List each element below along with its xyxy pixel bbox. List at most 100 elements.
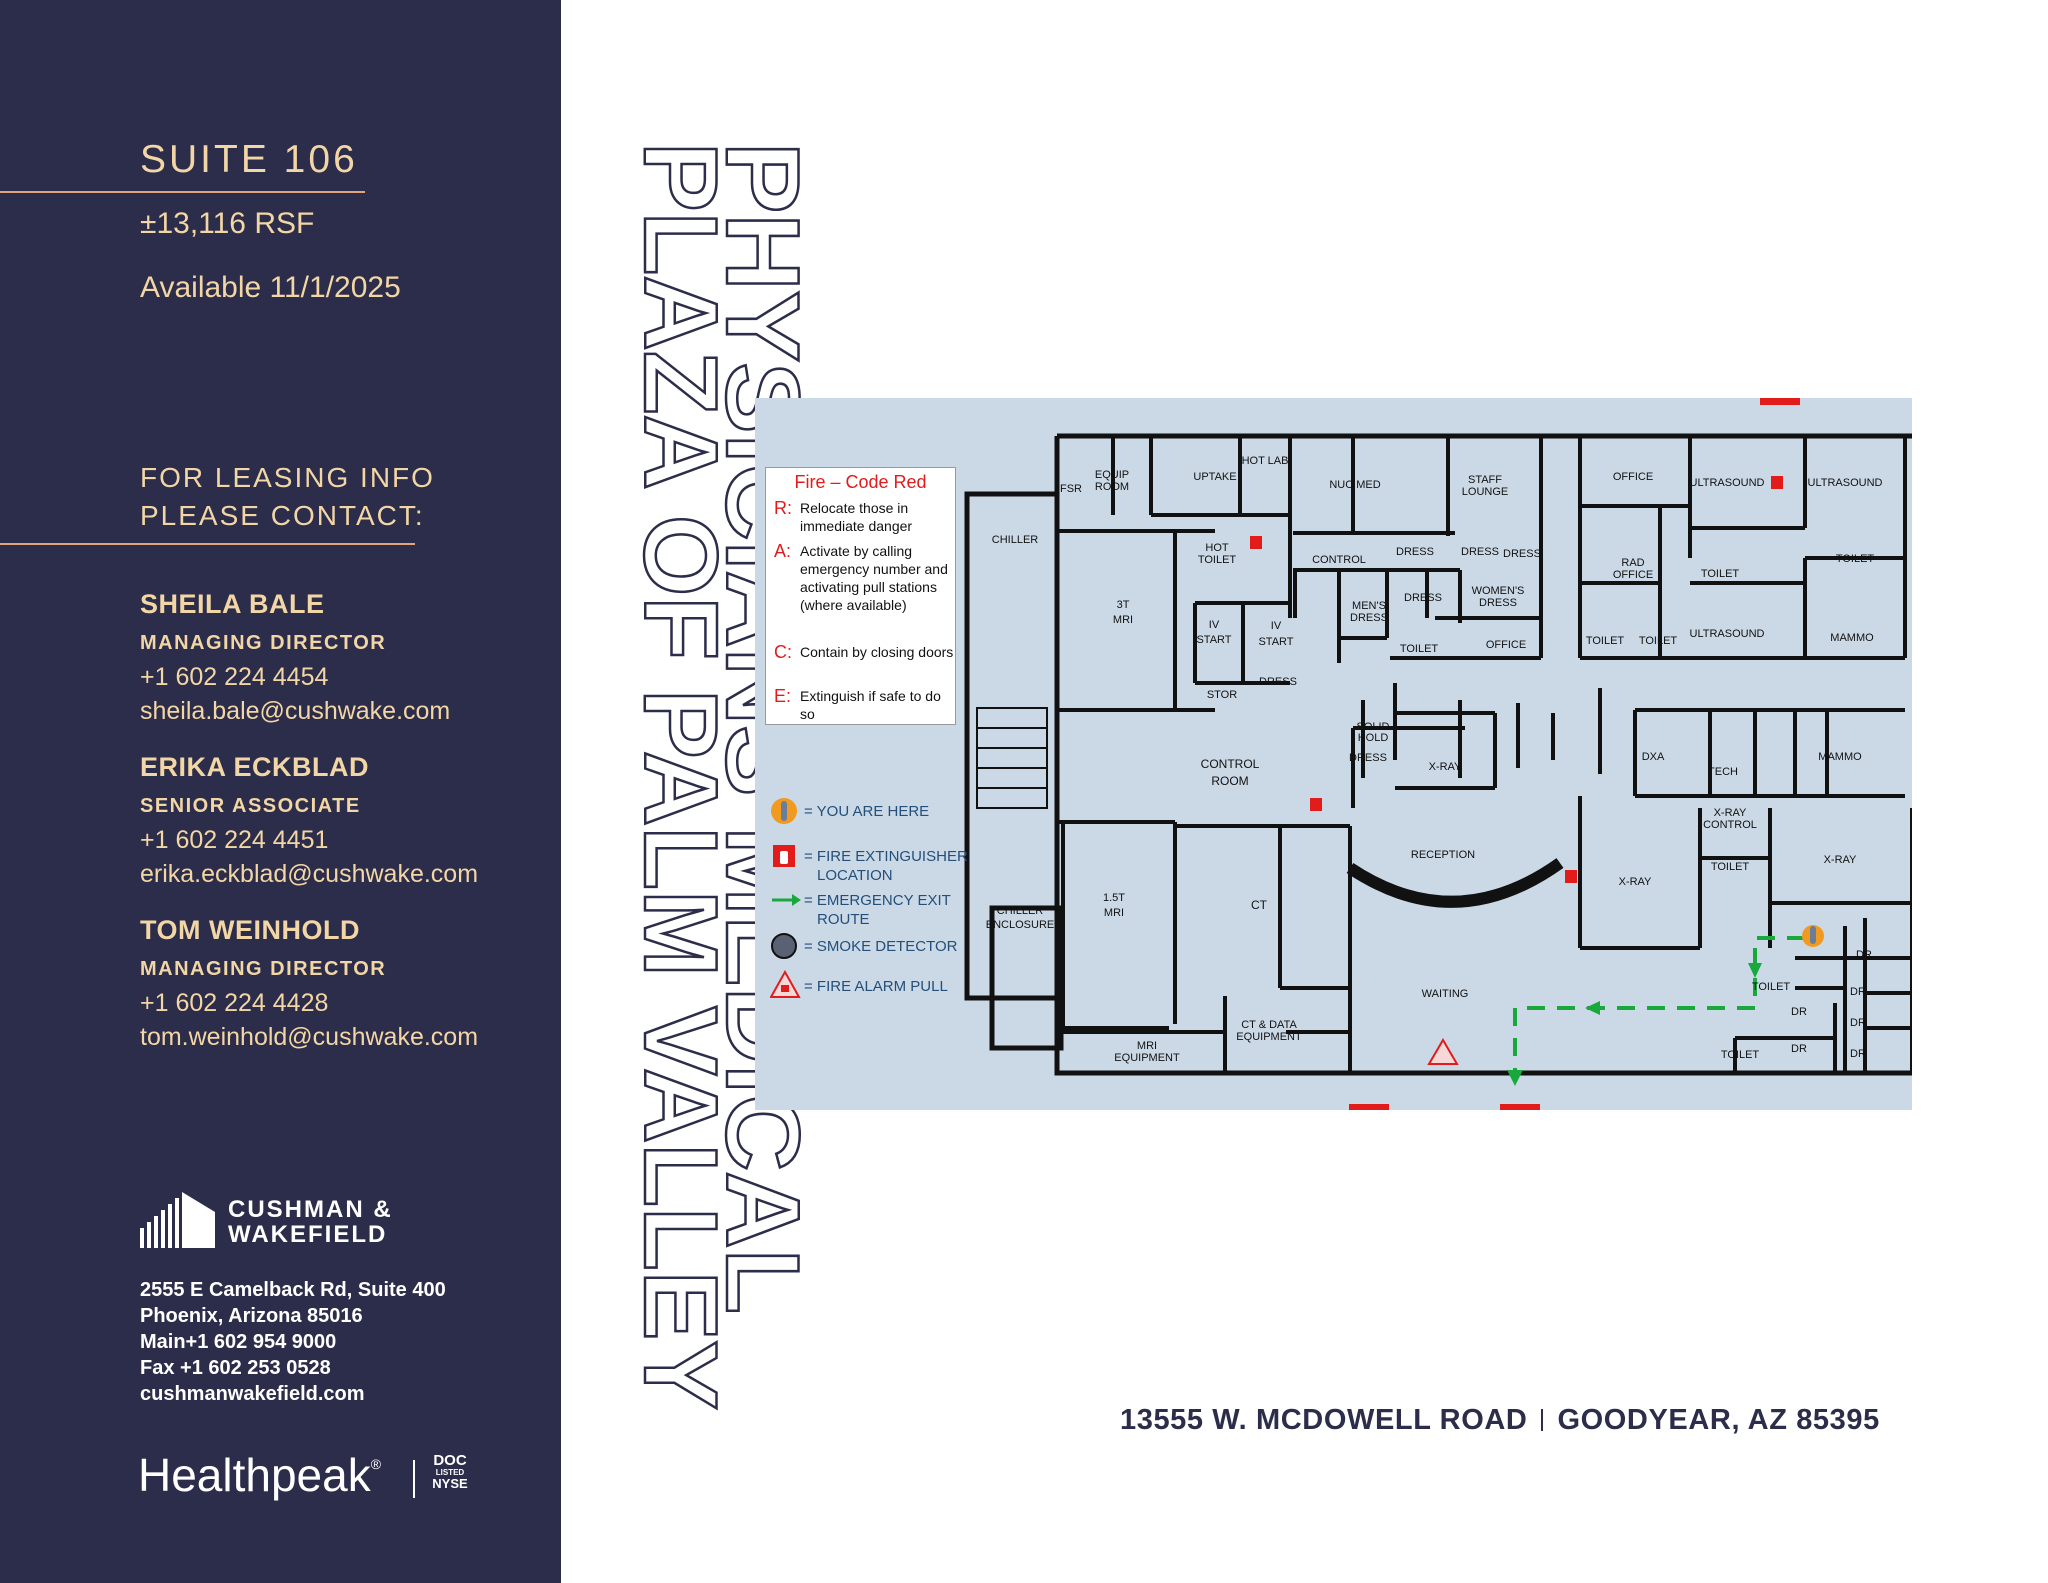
ticker-listed: LISTED: [435, 1468, 465, 1477]
exit-route-arrow-icon: [1507, 1070, 1523, 1086]
outer-walls: [964, 433, 1912, 1076]
room-label: DR: [1850, 986, 1866, 998]
office-address: 2555 E Camelback Rd, Suite 400 Phoenix, …: [140, 1277, 446, 1407]
contact-email[interactable]: erika.eckblad@cushwake.com: [140, 860, 479, 888]
ticker-exchange: NYSE: [432, 1476, 468, 1491]
fire-extinguisher-icon: [1310, 798, 1322, 811]
legend-key: C:: [774, 642, 792, 662]
room-label: MEN'S: [1352, 600, 1386, 612]
reception-desk: [1346, 858, 1564, 908]
contact-phone[interactable]: +1 602 224 4454: [140, 663, 329, 691]
room-label: X-RAY: [1824, 854, 1857, 866]
office-main-phone[interactable]: Main+1 602 954 9000: [140, 1331, 337, 1353]
room-label: DRESS: [1479, 597, 1517, 609]
sidebar-panel: SUITE 106 ±13,116 RSF Available 11/1/202…: [0, 0, 561, 1583]
room-label: TOILET: [1400, 643, 1439, 655]
room-label: OFFICE: [1486, 639, 1526, 651]
legend-item: C: Contain by closing doors: [774, 643, 954, 661]
room-label: MAMMO: [1830, 632, 1874, 644]
contact-name: TOM WEINHOLD: [140, 915, 360, 945]
leasing-heading-line2: PLEASE CONTACT:: [140, 500, 425, 531]
room-label: CONTROL: [1312, 554, 1366, 566]
contact-title: MANAGING DIRECTOR: [140, 958, 387, 980]
fire-extinguisher-icon: [1565, 870, 1577, 883]
room-label: START: [1196, 634, 1231, 646]
room-label: X-RAY: [1429, 761, 1462, 773]
brand-line2: WAKEFIELD: [228, 1221, 388, 1248]
room-label: ULTRASOUND: [1808, 477, 1883, 489]
map-key-label: = FIRE ALARM PULL: [804, 978, 948, 995]
room-label: TOILET: [1639, 635, 1678, 647]
room-label: HOT: [1205, 542, 1229, 554]
exit-sign: [1349, 1104, 1389, 1110]
exit-sign: [1760, 398, 1800, 405]
smoke-detector-icon: [771, 933, 797, 959]
ticker-symbol: DOC: [433, 1452, 467, 1469]
legend-key: R:: [774, 498, 792, 518]
map-key-label: = YOU ARE HERE: [804, 803, 930, 820]
fire-code-legend: Fire – Code Red R: Relocate those in imm…: [765, 467, 956, 725]
room-label: DRESS: [1259, 676, 1297, 688]
fire-alarm-pull-icon: [1427, 1038, 1459, 1065]
legend-text: Relocate those in immediate danger: [800, 500, 913, 534]
room-label: CONTROL: [1703, 819, 1757, 831]
fire-extinguisher-icon: [1771, 476, 1783, 489]
room-label: TOILET: [1586, 635, 1625, 647]
exit-route-arrow-icon: [1748, 963, 1762, 978]
room-label: STOR: [1207, 689, 1237, 701]
legend-item: R: Relocate those in immediate danger: [774, 499, 954, 535]
room-label: 3T: [1117, 599, 1130, 611]
room-label: RAD: [1621, 557, 1644, 569]
room-label: DRESS: [1350, 612, 1388, 624]
legend-key: E:: [774, 686, 792, 706]
room-label: TOILET: [1752, 981, 1791, 993]
room-label: TOILET: [1711, 861, 1750, 873]
office-website-link[interactable]: cushmanwakefield.com: [140, 1383, 365, 1405]
contact-name: ERIKA ECKBLAD: [140, 752, 369, 782]
brand-wordmark: CUSHMAN & WAKEFIELD: [228, 1197, 393, 1247]
exit-sign: [1500, 1104, 1540, 1110]
room-label: WAITING: [1422, 988, 1469, 1000]
map-key-label: = EMERGENCY EXIT: [804, 892, 951, 909]
room-label: EQUIPMENT: [1114, 1052, 1180, 1064]
contact-card: SHEILA BALE MANAGING DIRECTOR +1 602 224…: [140, 589, 450, 726]
room-label: TOILET: [1721, 1049, 1760, 1061]
you-are-here-icon: [771, 798, 797, 824]
office-city: Phoenix, Arizona 85016: [140, 1305, 363, 1327]
legend-item: A: Activate by calling emergency number …: [774, 542, 954, 614]
room-label: START: [1258, 636, 1293, 648]
contact-email[interactable]: sheila.bale@cushwake.com: [140, 697, 451, 725]
room-label: CT & DATA: [1241, 1019, 1297, 1031]
room-label: DRESS: [1349, 752, 1387, 764]
room-label: CHILLER: [992, 534, 1039, 546]
room-label: 1.5T: [1103, 892, 1125, 904]
healthpeak-wordmark: Healthpeak®: [138, 1448, 381, 1502]
room-label: OFFICE: [1613, 471, 1653, 483]
brand-line1: CUSHMAN &: [228, 1196, 393, 1223]
room-label: DXA: [1642, 751, 1665, 763]
contact-email[interactable]: tom.weinhold@cushwake.com: [140, 1023, 479, 1051]
room-label: ROOM: [1095, 481, 1129, 493]
room-label: OFFICE: [1613, 569, 1653, 581]
healthpeak-name: Healthpeak: [138, 1449, 371, 1501]
room-label: TOILET: [1198, 554, 1237, 566]
contact-phone[interactable]: +1 602 224 4428: [140, 989, 329, 1017]
building-bars-icon: [140, 1192, 215, 1248]
room-label: LOUNGE: [1462, 486, 1508, 498]
fire-extinguisher-icon: [773, 845, 795, 867]
contact-phone[interactable]: +1 602 224 4451: [140, 826, 329, 854]
room-label: DR: [1791, 1006, 1807, 1018]
office-fax: Fax +1 602 253 0528: [140, 1357, 331, 1379]
floor-plan-drawing: FSR EQUIP ROOM UPTAKE HOT LAB NUC MED ST…: [964, 398, 1912, 1110]
room-label: SOLID: [1356, 721, 1389, 733]
property-title-line2: PLAZA OF PALM VALLEY: [622, 142, 738, 1410]
fire-alarm-pull-icon: [770, 970, 801, 998]
room-label: DR: [1856, 949, 1872, 961]
you-are-here-icon: [1802, 925, 1824, 947]
room-label: DRESS: [1396, 546, 1434, 558]
room-label: TECH: [1708, 766, 1738, 778]
registered-mark: ®: [370, 1456, 382, 1472]
legend-item: E: Extinguish if safe to do so: [774, 687, 954, 723]
cushman-wakefield-logo: CUSHMAN & WAKEFIELD: [140, 1190, 440, 1250]
